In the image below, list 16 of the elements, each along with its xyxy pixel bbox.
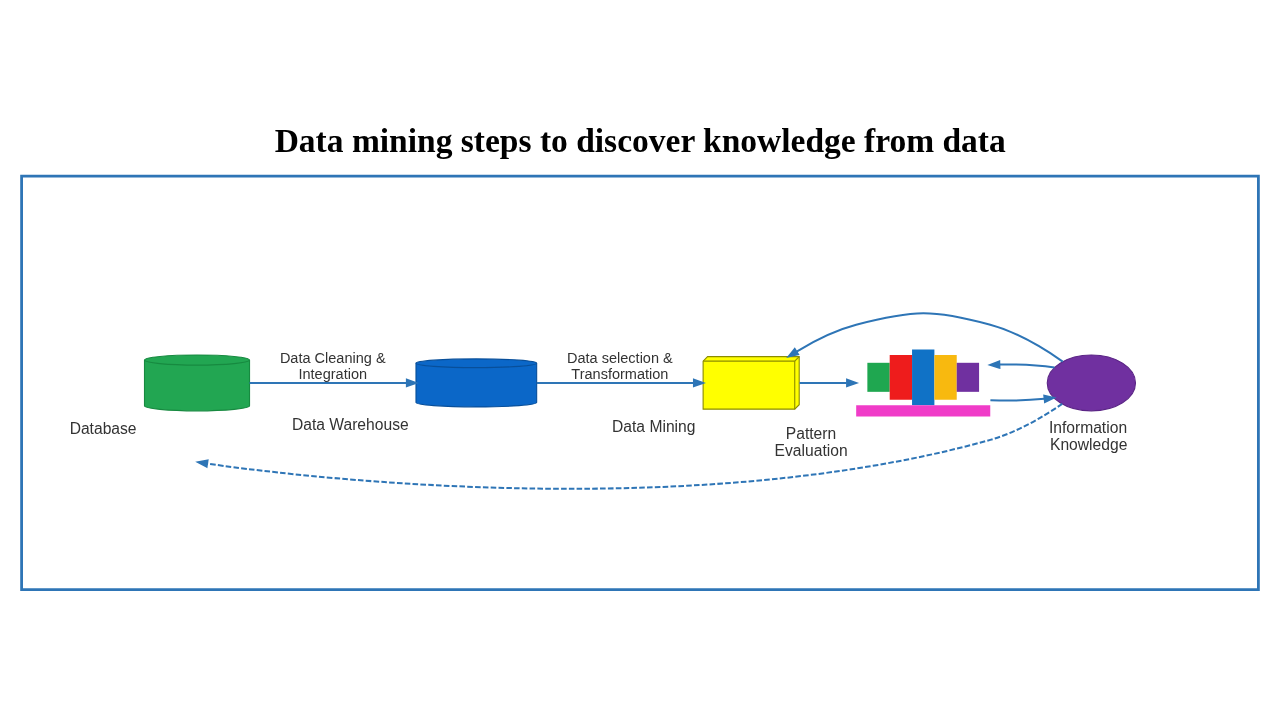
node-label: Information Knowledge xyxy=(1048,419,1128,454)
arrow xyxy=(987,359,1055,370)
arrow xyxy=(799,378,860,388)
arrow xyxy=(249,378,419,388)
node-ellipse xyxy=(1046,354,1137,412)
node-label: Data Mining xyxy=(612,418,696,436)
edge-label: Data selection & Transformation xyxy=(567,350,673,382)
arrow xyxy=(990,394,1057,404)
diagram-title: Data mining steps to discover knowledge from data xyxy=(274,121,1006,159)
node-label: Pattern Evaluation xyxy=(774,424,848,459)
arrow xyxy=(536,378,706,388)
arrow xyxy=(195,403,1063,490)
node-label: Data Warehouse xyxy=(291,416,409,434)
arrow xyxy=(786,312,1064,363)
node-label: Database xyxy=(69,419,137,437)
edge-label: Data Cleaning & Integration xyxy=(279,350,386,382)
